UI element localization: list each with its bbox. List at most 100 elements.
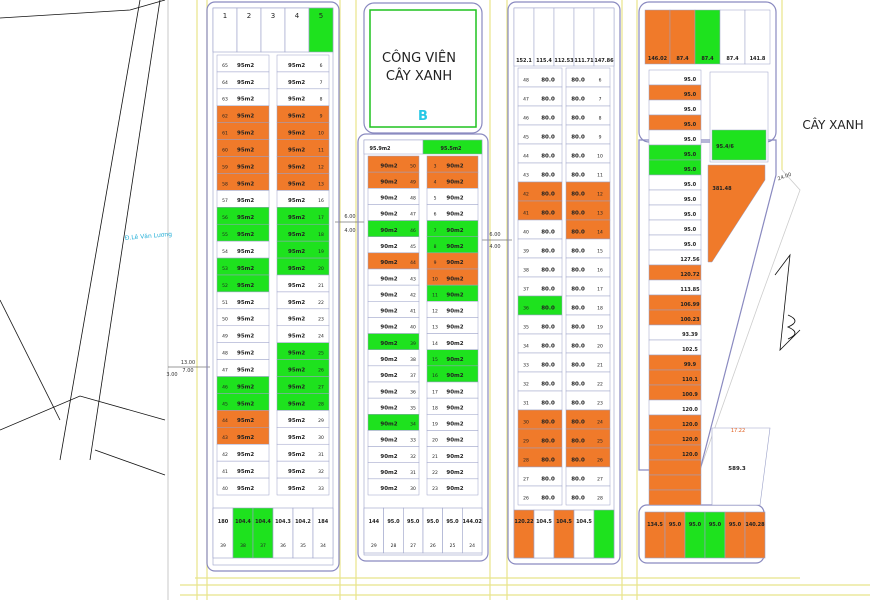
block-a-top-lot-number: 4	[295, 12, 300, 20]
block-c-lot-number: 47	[523, 96, 529, 102]
block-a-lot-area: 95m2	[237, 164, 254, 170]
block-c-bottom-lot-area: 104.5	[576, 519, 592, 525]
block-a-lot-area: 95m2	[288, 232, 305, 238]
block-b-lot-area: 90m2	[380, 260, 397, 266]
block-a-bottom-lot[interactable]	[292, 507, 314, 559]
block-a-bottom-lot[interactable]	[272, 507, 294, 559]
block-c-lot[interactable]	[565, 485, 611, 506]
block-c-lot-area: 80.0	[571, 191, 585, 197]
block-d-bottom-lot-area: 140.28	[745, 522, 765, 528]
block-b-lot[interactable]	[367, 478, 420, 496]
block-c-bottom-lot[interactable]	[553, 509, 575, 559]
block-c-bottom-lot[interactable]	[533, 509, 555, 559]
block-b-lot-area: 90m2	[380, 405, 397, 411]
block-d-side-lot[interactable]	[711, 427, 771, 506]
block-a-lot-area: 95m2	[237, 469, 254, 475]
block-c-bottom-lot[interactable]	[593, 509, 615, 559]
block-b-lot-number: 44	[410, 260, 416, 266]
block-d-bottom-lot[interactable]	[684, 511, 706, 559]
block-c-lot-number: 10	[597, 153, 603, 159]
block-d-top-lot[interactable]	[669, 9, 696, 65]
block-d-bottom-lot[interactable]	[644, 511, 666, 559]
block-a-lot-area: 95m2	[237, 435, 254, 441]
block-a-lot-number: 32	[318, 469, 324, 475]
block-c-lot[interactable]	[517, 485, 563, 506]
block-a-top-lot[interactable]	[236, 7, 262, 53]
block-d[interactable]: D146.0287.487.487.4141.895.095.095.095.0…	[638, 1, 777, 564]
block-b-lot-area: 90m2	[446, 486, 463, 492]
block-a-lot-number: 46	[222, 384, 228, 390]
block-c-bottom-lot[interactable]	[513, 509, 535, 559]
block-a-lot-area: 95m2	[288, 317, 305, 323]
block-b-lot-area: 90m2	[380, 228, 397, 234]
block-c[interactable]: C152.1115.4112.53111.71147.864880.04780.…	[507, 1, 621, 565]
block-b-bottom-lot-number: 24	[469, 543, 475, 549]
block-c-lot-area: 80.0	[571, 457, 585, 463]
block-a-bottom-lot[interactable]	[212, 507, 234, 559]
block-b-bottom-lot[interactable]	[462, 507, 483, 554]
block-a-bottom-lot[interactable]	[312, 507, 334, 559]
block-d-top-lot[interactable]	[694, 9, 721, 65]
block-a-bottom-lot[interactable]	[232, 507, 254, 559]
block-c-lot-number: 18	[597, 305, 603, 311]
block-a-outline	[206, 1, 340, 572]
block-d-lot[interactable]	[648, 459, 702, 476]
block-a-lot-number: 61	[222, 131, 228, 137]
block-a-lot-area: 95m2	[237, 249, 254, 255]
block-d-outline-top	[638, 1, 777, 143]
block-a-lot-number: 44	[222, 418, 228, 424]
block-a-lot-area: 95m2	[237, 300, 254, 306]
block-d-top-lot[interactable]	[744, 9, 771, 65]
block-a-lot-area: 95m2	[288, 266, 305, 272]
block-b-lot-area: 90m2	[380, 357, 397, 363]
block-c-bottom-lot[interactable]	[573, 509, 595, 559]
block-d-lot[interactable]	[648, 474, 702, 491]
block-c-top-lot[interactable]	[593, 7, 615, 67]
block-a-top-lot[interactable]	[260, 7, 286, 53]
block-c-lot-number: 28	[523, 457, 529, 463]
block-b-lot-area: 90m2	[446, 244, 463, 250]
block-a-lot[interactable]	[276, 477, 330, 496]
block-a-top-lot[interactable]	[284, 7, 310, 53]
block-c-lot-area: 80.0	[541, 419, 555, 425]
block-b-lot-number: 49	[410, 179, 416, 185]
north-arrow-mark	[774, 253, 801, 352]
block-d-lot[interactable]	[648, 489, 702, 506]
block-b-lot-number: 45	[410, 244, 416, 250]
block-d-bottom-lot[interactable]	[704, 511, 726, 559]
block-b-lot-number: 32	[410, 454, 416, 460]
block-c-lot-area: 80.0	[541, 96, 555, 102]
block-a-lot-number: 52	[222, 283, 228, 289]
block-c-lot-number: 27	[597, 476, 603, 482]
block-c-lot-number: 38	[523, 267, 529, 273]
block-c-lot-number: 26	[523, 495, 529, 501]
block-c-lot-number: 39	[523, 248, 529, 254]
block-c-lot-area: 80.0	[571, 134, 585, 140]
block-d-bottom-lot[interactable]	[664, 511, 686, 559]
block-c-lot-area: 80.0	[571, 400, 585, 406]
block-a-top-lot[interactable]	[212, 7, 238, 53]
block-a-bottom-lot-area: 104.2	[295, 519, 311, 525]
block-a-lot-area: 95m2	[237, 351, 254, 357]
block-b-top-right-lot[interactable]	[422, 139, 483, 155]
block-d-green-lot[interactable]	[711, 129, 767, 161]
block-b-lot-area: 90m2	[446, 325, 463, 331]
block-c-lot-area: 80.0	[571, 286, 585, 292]
block-d-big-orange-lot[interactable]	[707, 164, 766, 263]
block-d-bottom-lot[interactable]	[724, 511, 746, 559]
block-d-bottom-lot[interactable]	[744, 511, 766, 559]
block-b-lot[interactable]	[426, 478, 479, 496]
block-a-lot-number: 31	[318, 452, 324, 458]
block-a-top-lot[interactable]	[308, 7, 334, 53]
block-a-lot-area: 95m2	[237, 215, 254, 221]
block-a-bottom-lot[interactable]	[252, 507, 274, 559]
block-a-lot-area: 95m2	[237, 367, 254, 373]
block-a-lot[interactable]	[216, 477, 270, 496]
block-b-lot-number: 47	[410, 212, 416, 218]
block-c-lot-number: 19	[597, 324, 603, 330]
block-d-top-lot[interactable]	[644, 9, 671, 65]
block-c-lot-number: 43	[523, 172, 529, 178]
block-c-lot-area: 80.0	[541, 495, 555, 501]
